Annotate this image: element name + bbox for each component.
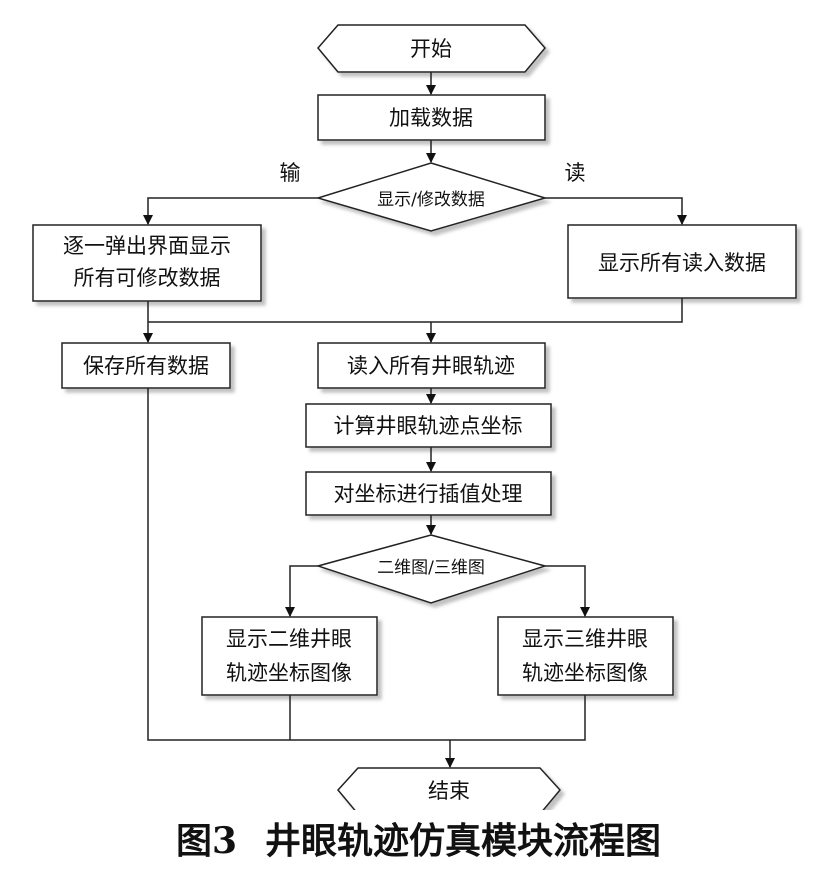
flowchart: 开始 加载数据 显示/修改数据 输 读 逐一弹出界面显示 所有可修改数据 显示所… [32,24,797,810]
show-read-label: 显示所有读入数据 [598,251,766,275]
load-data-box [317,94,546,141]
calc-coordinates-box [305,403,552,448]
load-label: 加载数据 [389,106,473,130]
popup-label-line1: 逐一弹出界面显示 [63,234,231,258]
show3d-label-line1: 显示三维井眼 [522,627,648,651]
interpolation-box [305,471,552,516]
popup-label-line2: 所有可修改数据 [74,266,221,290]
connector-decision-left [143,197,318,225]
connector-3d-end [450,695,586,741]
save-label: 保存所有数据 [83,354,209,378]
show2d-label-line1: 显示二维井眼 [226,627,352,651]
connector-read-merge [431,298,683,323]
connector-decision-right [545,197,687,225]
show-2d-box [201,616,378,696]
decision-2d-3d [315,534,548,604]
decision2-label: 二维图/三维图 [377,558,485,578]
show3d-label-line2: 轨迹坐标图像 [522,661,648,685]
decision-display-modify [315,162,548,232]
connector-decision2-right [545,565,590,617]
connector-save-end [147,388,450,741]
show2d-label-line2: 轨迹坐标图像 [226,661,352,685]
branch-right-label: 读 [565,161,586,185]
popup-display-box [32,224,262,302]
connector-decision2-left [285,565,318,617]
start-terminal [317,24,546,73]
caption-prefix: 图 [175,821,212,862]
start-label: 开始 [410,37,452,61]
read-traj-label: 读入所有井眼轨迹 [347,354,515,378]
figure-caption: 图3 井眼轨迹仿真模块流程图 [0,812,837,864]
caption-number: 3 [211,820,238,862]
caption-title: 井眼轨迹仿真模块流程图 [265,821,662,862]
end-label: 结束 [428,779,470,803]
end-terminal [337,767,561,810]
save-data-box [61,342,231,389]
interp-label: 对坐标进行插值处理 [334,482,523,506]
branch-left-label: 输 [280,161,301,185]
calc-label: 计算井眼轨迹点坐标 [334,414,523,438]
show-3d-box [497,616,674,696]
decision1-label: 显示/修改数据 [377,190,485,210]
